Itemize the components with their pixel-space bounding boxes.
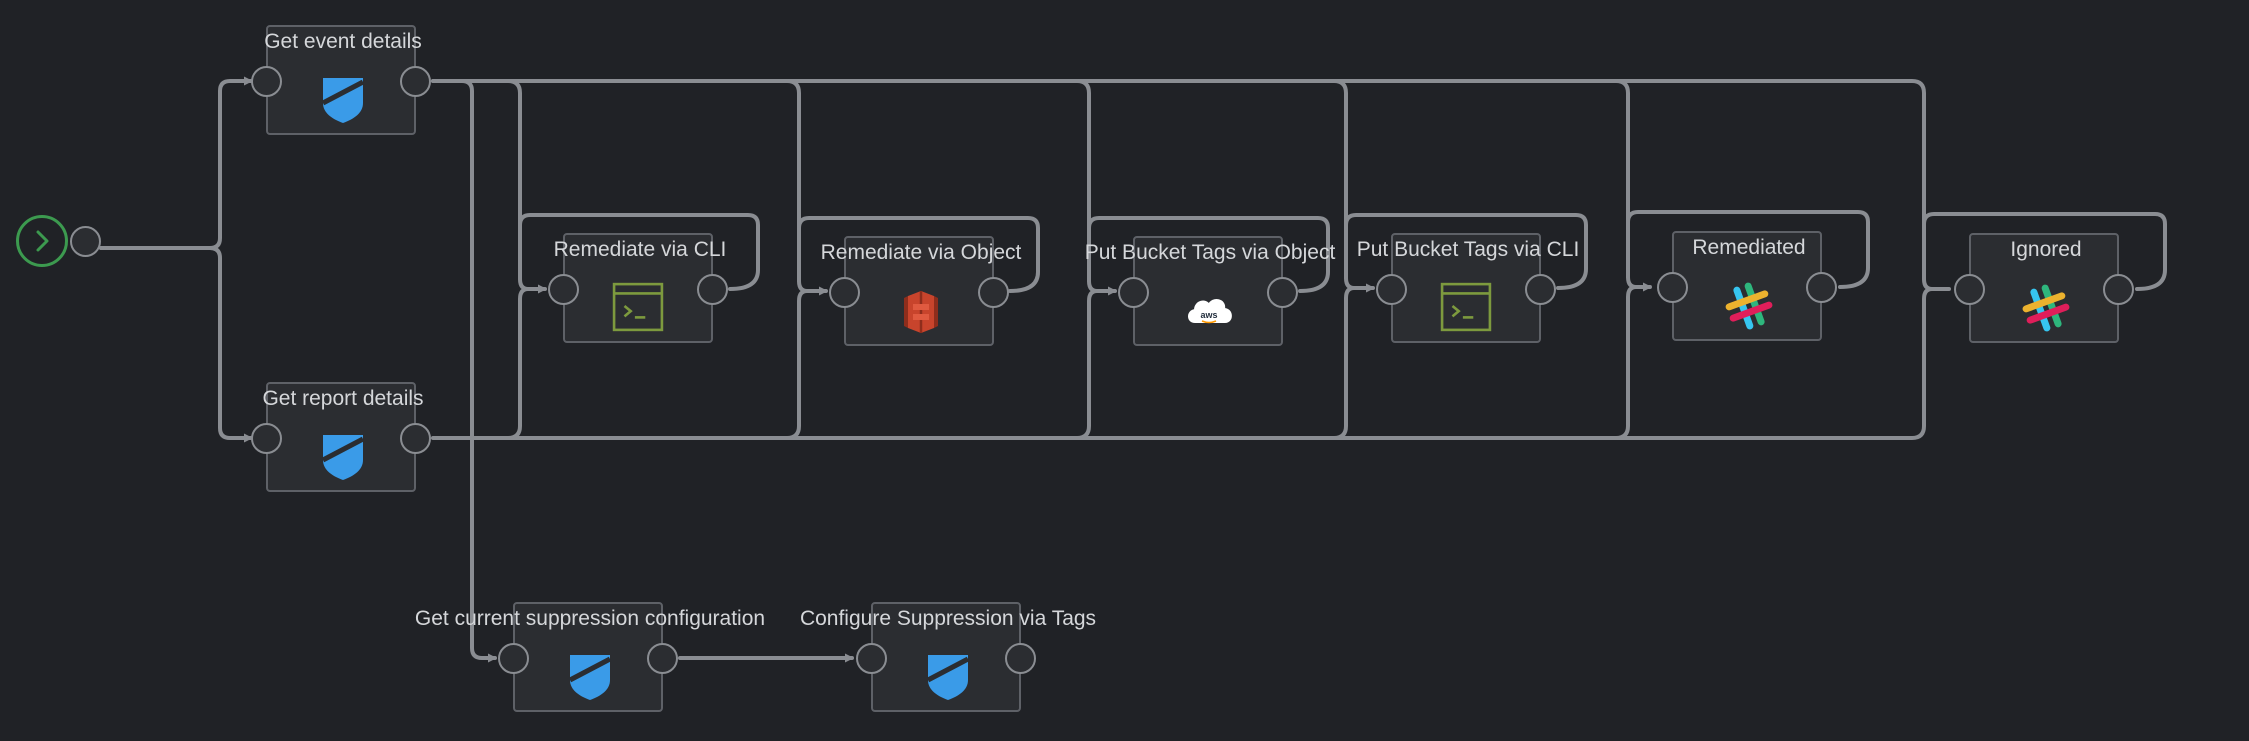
node-label: Get report details — [262, 387, 424, 410]
loop-remediated — [1626, 210, 1870, 289]
node-label: Put Bucket Tags via Object — [1084, 241, 1336, 264]
loop-remcli — [518, 213, 760, 291]
node-put-bucket-tags-via-cli[interactable]: Put Bucket Tags via CLI — [1357, 233, 1579, 343]
edge-report-remcli — [506, 287, 530, 440]
shield-icon — [926, 655, 970, 700]
edge-report-remediated — [1614, 285, 1638, 440]
node-remediated[interactable]: Remediated — [1657, 231, 1837, 341]
output-port[interactable] — [1005, 643, 1036, 674]
loop-puttagscli — [1344, 213, 1588, 290]
output-port[interactable] — [1267, 277, 1298, 308]
input-port[interactable] — [856, 643, 887, 674]
shield-icon — [568, 655, 612, 700]
input-port[interactable] — [1954, 274, 1985, 305]
node-label: Put Bucket Tags via CLI — [1356, 238, 1580, 261]
terminal-icon — [612, 282, 664, 332]
edge-start-event — [99, 76, 253, 250]
output-port[interactable] — [978, 277, 1009, 308]
shield-icon — [321, 78, 365, 123]
node-label: Remediate via CLI — [553, 238, 727, 261]
node-label: Remediate via Object — [820, 241, 1022, 264]
node-label: Get event details — [264, 30, 422, 53]
node-remediate-via-object[interactable]: Remediate via Object — [821, 236, 1021, 346]
shield-icon — [321, 435, 365, 480]
input-port[interactable] — [251, 66, 282, 97]
node-label: Remediated — [1692, 236, 1806, 259]
input-port[interactable] — [829, 277, 860, 308]
input-port[interactable] — [1657, 272, 1688, 303]
loop-remobj — [797, 216, 1040, 293]
node-configure-suppression-via-tags[interactable]: Configure Suppression via Tags — [800, 602, 1096, 712]
output-port[interactable] — [697, 274, 728, 305]
node-get-report-details[interactable]: Get report details — [251, 382, 431, 492]
node-get-event-details[interactable]: Get event details — [251, 25, 431, 135]
node-get-current-suppression-configuration[interactable]: Get current suppression configuration — [415, 602, 765, 712]
aws-s3-icon — [904, 291, 938, 333]
output-port[interactable] — [400, 423, 431, 454]
edge-start-report — [99, 246, 253, 443]
edge-report-bus-bottom — [431, 287, 1934, 440]
start-trigger-button[interactable] — [16, 215, 68, 267]
output-port[interactable] — [2103, 274, 2134, 305]
chevron-right-icon — [36, 230, 49, 252]
slack-icon — [1725, 282, 1773, 330]
terminal-icon — [1440, 282, 1492, 332]
loop-puttagsobj — [1087, 216, 1330, 293]
output-port[interactable] — [647, 643, 678, 674]
node-label: Configure Suppression via Tags — [799, 607, 1097, 630]
input-port[interactable] — [498, 643, 529, 674]
node-remediate-via-cli[interactable]: Remediate via CLI — [548, 233, 728, 343]
start-output-port[interactable] — [70, 226, 101, 257]
output-port[interactable] — [1806, 272, 1837, 303]
node-label: Ignored — [2010, 238, 2082, 261]
loop-ignored — [1922, 212, 2167, 291]
edge-report-remobj — [785, 289, 809, 440]
aws-cloud-icon: aws — [1188, 299, 1232, 324]
node-ignored[interactable]: Ignored — [1954, 233, 2134, 343]
aws-badge-text: aws — [1200, 310, 1217, 320]
edge-report-puttagscli — [1332, 286, 1356, 440]
input-port[interactable] — [548, 274, 579, 305]
edge-report-puttagsobj — [1075, 289, 1099, 440]
output-port[interactable] — [1525, 274, 1556, 305]
edge-event-suppression — [431, 79, 497, 663]
input-port[interactable] — [251, 423, 282, 454]
input-port[interactable] — [1376, 274, 1407, 305]
node-put-bucket-tags-via-object[interactable]: Put Bucket Tags via Object aws — [1085, 236, 1335, 346]
output-port[interactable] — [400, 66, 431, 97]
slack-icon — [2022, 284, 2070, 332]
input-port[interactable] — [1118, 277, 1149, 308]
node-label: Get current suppression configuration — [414, 607, 766, 630]
